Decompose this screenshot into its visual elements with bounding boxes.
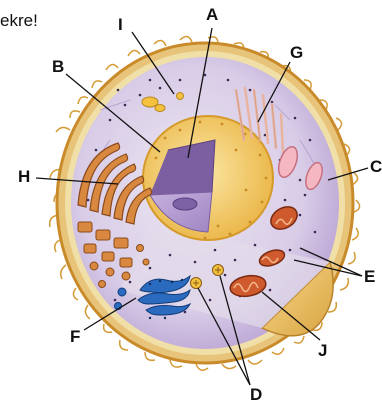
label-B: B bbox=[52, 57, 64, 76]
label-G: G bbox=[290, 43, 303, 62]
label-D: D bbox=[250, 385, 262, 403]
nucleus bbox=[143, 116, 273, 240]
label-J: J bbox=[318, 341, 327, 360]
label-C: C bbox=[370, 157, 382, 176]
label-E: E bbox=[364, 267, 375, 286]
label-I: I bbox=[118, 15, 123, 34]
label-H: H bbox=[18, 167, 30, 186]
corner-text: ekre! bbox=[0, 11, 38, 30]
nucleolus bbox=[173, 198, 197, 210]
label-A: A bbox=[206, 5, 218, 24]
label-F: F bbox=[70, 327, 80, 346]
